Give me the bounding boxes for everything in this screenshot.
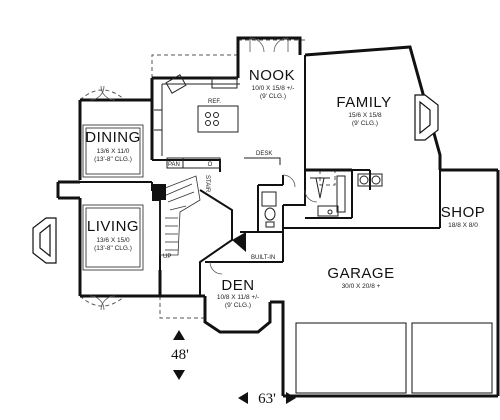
pan-label: PAN xyxy=(168,162,180,168)
family-ceiling: (9' CLG.) xyxy=(352,120,378,127)
ceiling-outlines xyxy=(82,124,144,271)
right-arrow-icon xyxy=(286,392,296,404)
dining-dims: 13/6 X 11/0 xyxy=(97,148,130,155)
width-dimension: 63' xyxy=(238,391,296,407)
depth-value: 48' xyxy=(171,347,189,363)
up-arrow-icon xyxy=(173,330,185,340)
fireplace-family xyxy=(414,94,439,141)
den-dims: 10/8 X 11/8 +/- xyxy=(217,294,259,301)
stair-landing xyxy=(152,184,166,200)
fireplace-living xyxy=(32,217,57,264)
kitchen-fixtures xyxy=(154,74,330,199)
staircase xyxy=(159,175,201,256)
living-ceiling: (13'-8" CLG.) xyxy=(94,245,132,252)
dining-name: DINING xyxy=(85,129,141,146)
desk-label: DESK xyxy=(256,151,272,157)
family-dims: 15/6 X 15/8 xyxy=(348,112,382,119)
room-garage: GARAGE 30/0 X 20/8 + xyxy=(327,265,394,290)
bath-fixtures xyxy=(261,173,383,228)
room-living: LIVING 13/6 X 15/0 (13'-8" CLG.) xyxy=(87,218,139,252)
ref-label: REF. xyxy=(208,99,221,105)
shop-dims: 18/8 X 8/0 xyxy=(448,222,478,229)
up-label: UP xyxy=(163,254,171,260)
nook-dims: 10/0 X 15/8 +/- xyxy=(252,85,295,92)
down-arrow-icon xyxy=(173,370,185,380)
stair-triangle xyxy=(232,232,246,252)
room-dining: DINING 13/6 X 11/0 (13'-8" CLG.) xyxy=(85,129,141,163)
den-name: DEN xyxy=(221,277,254,294)
o-label: O xyxy=(208,162,213,168)
door-swings xyxy=(89,37,318,311)
living-name: LIVING xyxy=(87,218,139,235)
nook-ceiling: (9' CLG.) xyxy=(260,93,286,100)
nook-name: NOOK xyxy=(249,67,295,84)
built-in-label: BUILT-IN xyxy=(251,255,275,261)
stair-label: STAIR xyxy=(204,175,210,193)
family-name: FAMILY xyxy=(336,94,391,111)
width-value: 63' xyxy=(258,391,276,407)
garage-dims: 30/0 X 20/8 + xyxy=(342,283,381,290)
den-ceiling: (9' CLG.) xyxy=(225,302,251,309)
room-den: DEN 10/8 X 11/8 +/- (9' CLG.) xyxy=(217,277,259,309)
left-arrow-icon xyxy=(238,392,248,404)
room-shop: SHOP 18/8 X 8/0 xyxy=(441,204,486,229)
garage-name: GARAGE xyxy=(327,265,394,282)
room-family: FAMILY 15/6 X 15/8 (9' CLG.) xyxy=(336,94,391,127)
room-nook: NOOK 10/0 X 15/8 +/- (9' CLG.) xyxy=(249,67,295,100)
shop-name: SHOP xyxy=(441,204,486,221)
garage-doors xyxy=(295,322,493,394)
depth-dimension: 48' xyxy=(171,330,189,380)
living-dims: 13/6 X 15/0 xyxy=(96,237,130,244)
dining-ceiling: (13'-8" CLG.) xyxy=(94,156,132,163)
